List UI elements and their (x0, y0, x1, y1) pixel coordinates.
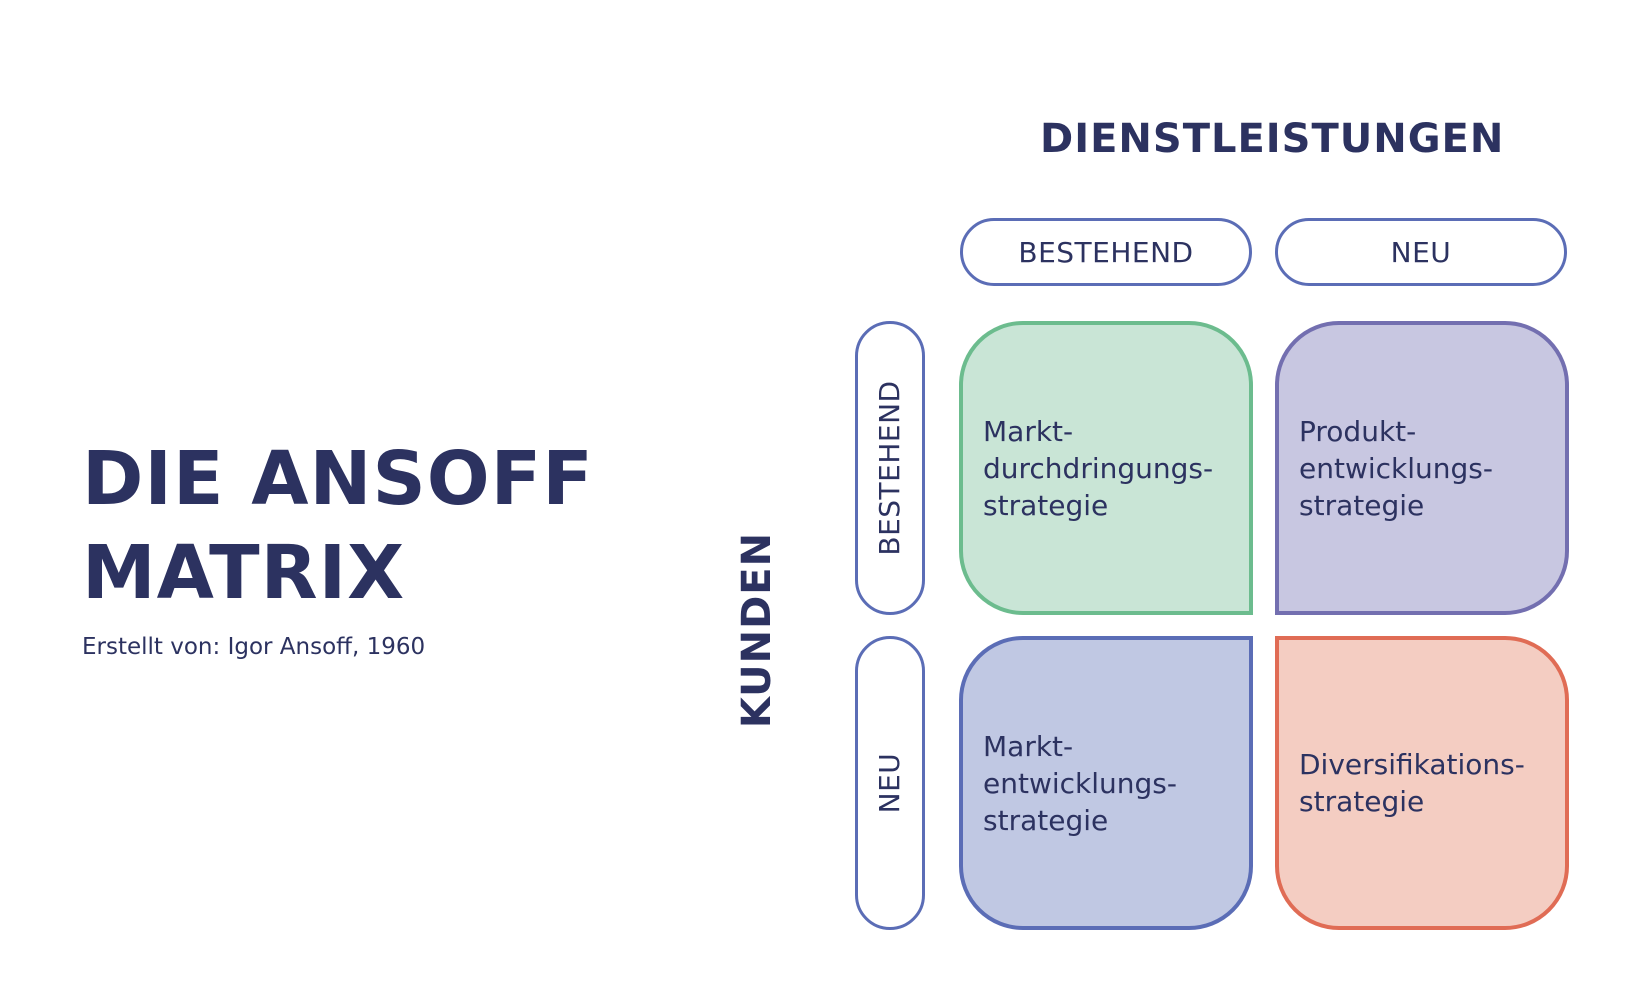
quadrant-label-line: Markt- (983, 414, 1074, 448)
quadrant-label: Markt- durchdringungs- strategie (983, 413, 1213, 524)
quadrant-produktentwicklung: Produkt- entwicklungs- strategie (1275, 321, 1569, 615)
quadrant-label-line: Markt- (983, 729, 1074, 763)
page-subtitle: Erstellt von: Igor Ansoff, 1960 (82, 634, 426, 660)
quadrant-label-line: strategie (983, 488, 1109, 522)
quadrant-marktentwicklung: Markt- entwicklungs- strategie (959, 636, 1253, 930)
quadrant-label: Diversifikations- strategie (1299, 746, 1525, 820)
quadrant-label: Markt- entwicklungs- strategie (983, 728, 1177, 839)
row-header-bestehend: BESTEHEND (855, 321, 925, 615)
column-header-label: BESTEHEND (1018, 235, 1194, 269)
quadrant-label: Produkt- entwicklungs- strategie (1299, 413, 1493, 524)
title-block: DIE ANSOFF MATRIX Erstellt von: Igor Ans… (82, 432, 594, 660)
page-title-line-2: MATRIX (82, 530, 406, 616)
page-title-line-1: DIE ANSOFF (82, 436, 594, 522)
quadrant-label-line: Produkt- (1299, 414, 1417, 448)
quadrant-label-line: entwicklungs- (983, 766, 1177, 800)
row-header-neu: NEU (855, 636, 925, 930)
quadrant-label-line: entwicklungs- (1299, 451, 1493, 485)
axis-label-kunden: KUNDEN (734, 531, 780, 729)
quadrant-label-line: durchdringungs- (983, 451, 1214, 485)
row-header-label: NEU (873, 752, 906, 814)
axis-label-dienstleistungen: DIENSTLEISTUNGEN (1040, 116, 1505, 162)
quadrant-diversifikation: Diversifikations- strategie (1275, 636, 1569, 930)
quadrant-label-line: strategie (1299, 785, 1425, 818)
quadrant-label-line: Diversifikations- (1299, 748, 1525, 781)
quadrant-label-line: strategie (1299, 488, 1425, 522)
row-header-label: BESTEHEND (873, 380, 906, 556)
quadrant-label-line: strategie (983, 803, 1109, 837)
column-header-bestehend: BESTEHEND (960, 218, 1252, 286)
quadrant-marktdurchdringung: Markt- durchdringungs- strategie (959, 321, 1253, 615)
column-header-label: NEU (1390, 235, 1452, 269)
column-header-neu: NEU (1275, 218, 1567, 286)
